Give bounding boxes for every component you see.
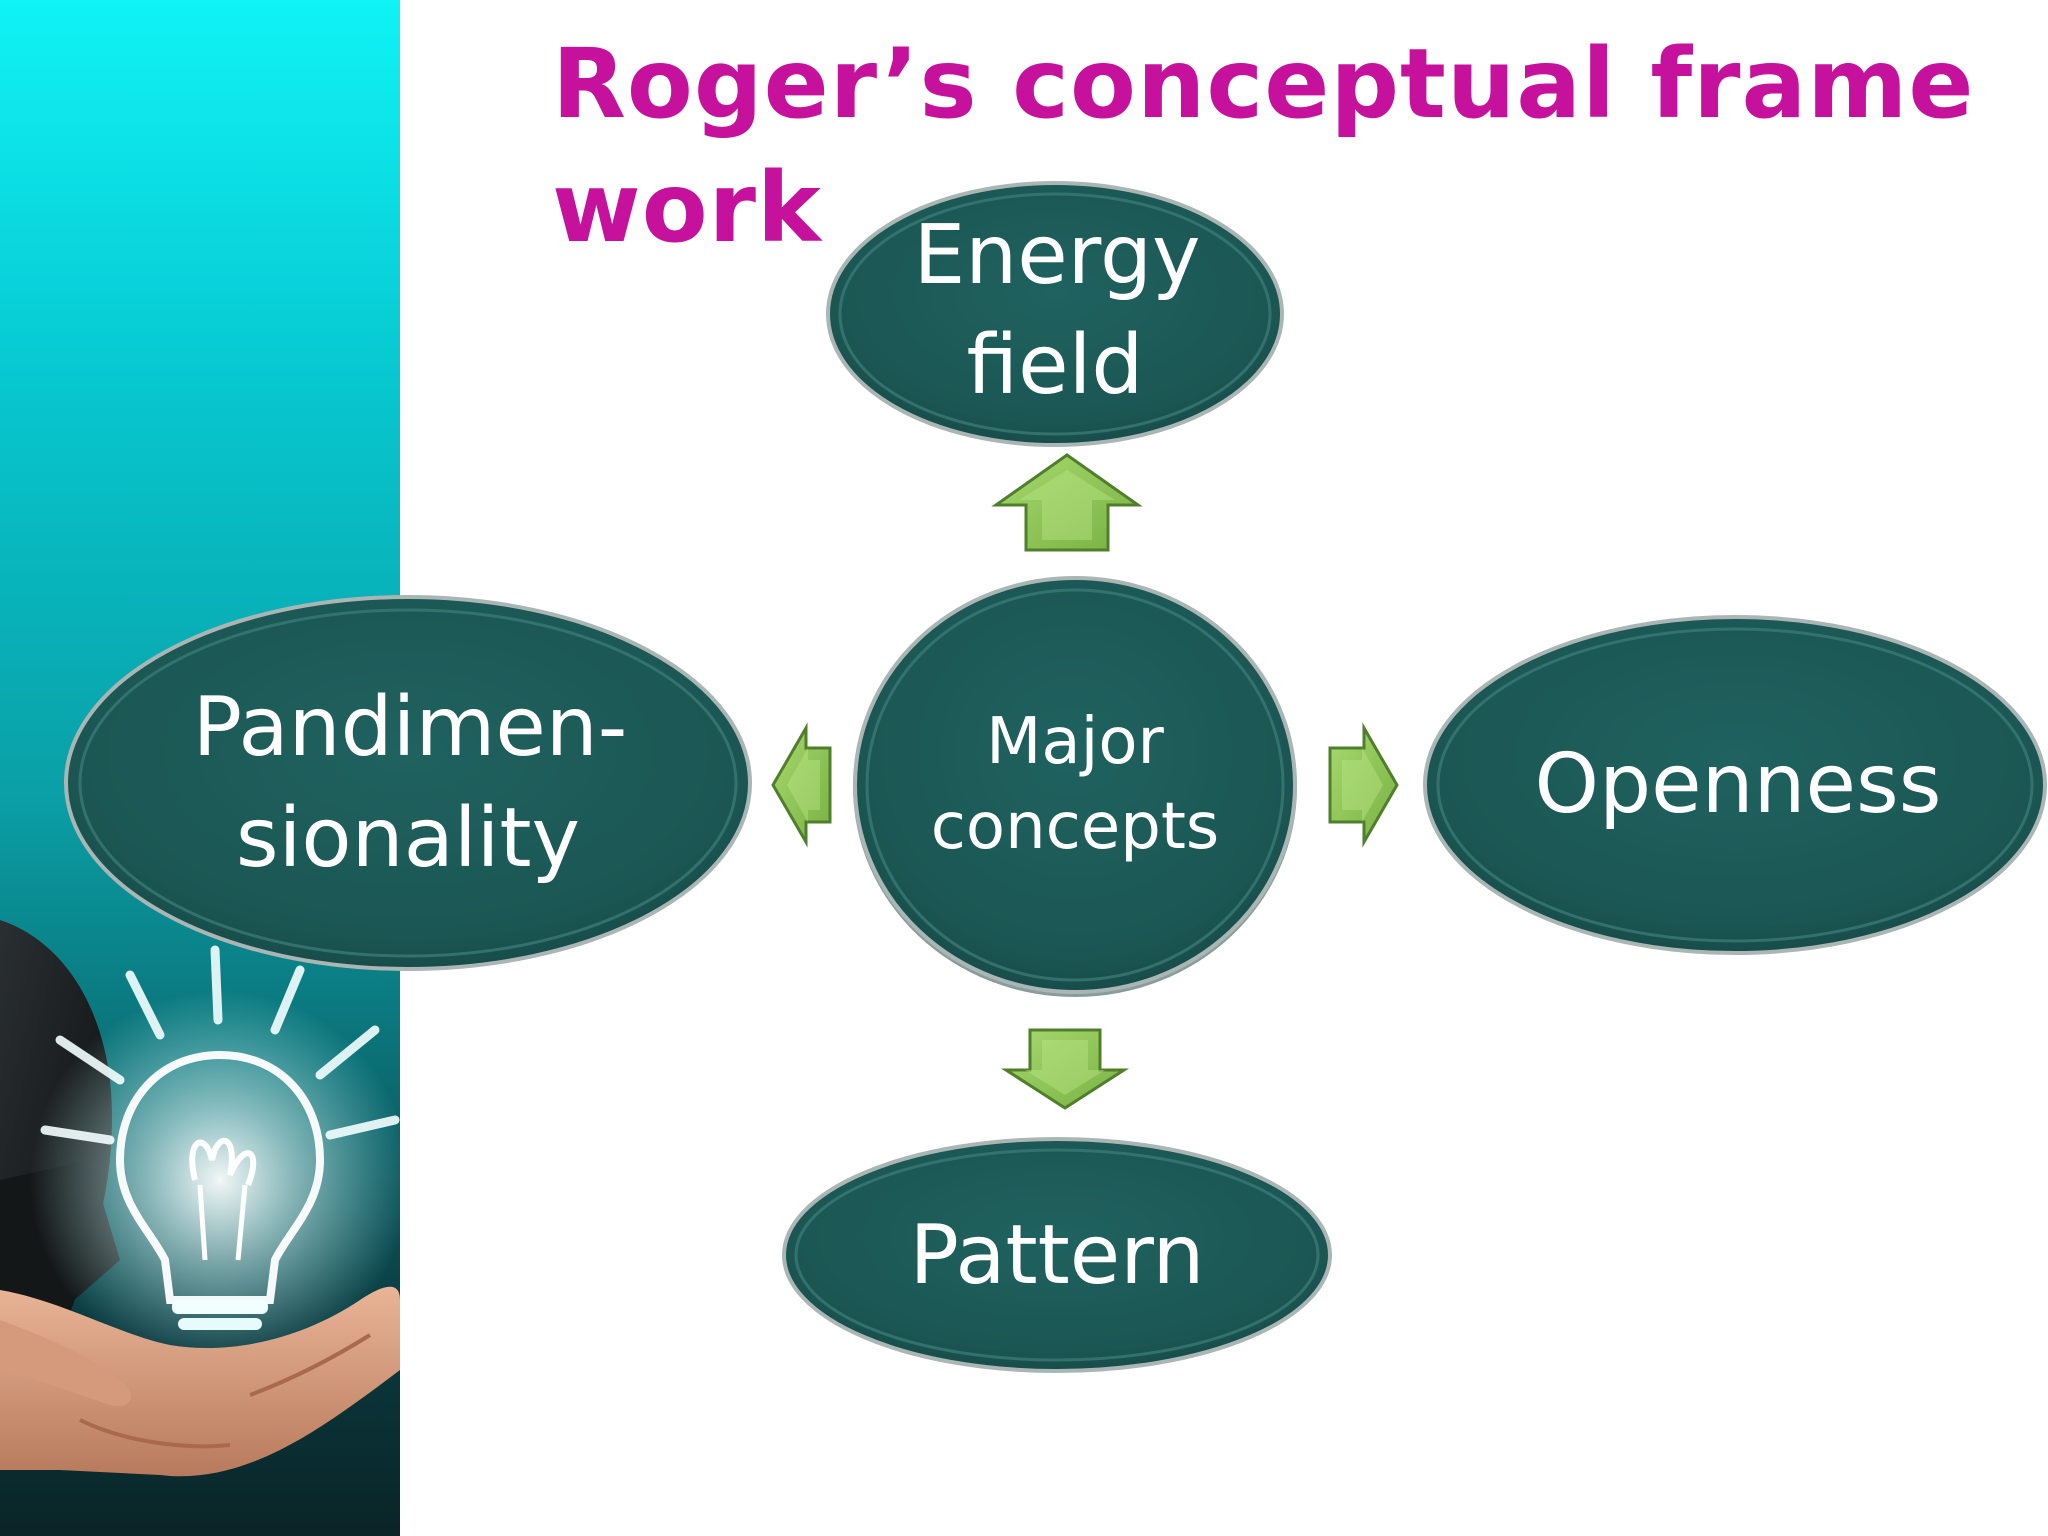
node-openness: Openness: [1423, 615, 2047, 955]
center-node: Major concepts: [853, 576, 1297, 997]
node-energy-field: Energy field: [826, 181, 1284, 447]
node-pattern: Pattern: [782, 1137, 1332, 1373]
center-node-label-line2: concepts: [931, 790, 1220, 864]
arrow-down: [1000, 1028, 1130, 1110]
slide-title: Roger’s conceptual frame work: [552, 28, 1975, 264]
node-pattern-label: Pattern: [909, 1208, 1204, 1303]
node-pandimensionality-label-line2: sionality: [236, 791, 580, 886]
light-bulb-in-hand-icon: [0, 920, 400, 1477]
node-energy-field-label-line1: Energy: [913, 208, 1200, 303]
node-pandimensionality: Pandimen- sionality: [64, 595, 752, 971]
arrow-up: [991, 453, 1143, 552]
node-pandimensionality-label-line1: Pandimen-: [193, 680, 628, 775]
center-node-label-line1: Major: [986, 705, 1164, 779]
arrow-right: [1328, 722, 1399, 848]
arrow-left: [771, 722, 832, 848]
node-openness-label: Openness: [1535, 737, 1942, 832]
node-energy-field-label-line2: field: [967, 318, 1144, 413]
